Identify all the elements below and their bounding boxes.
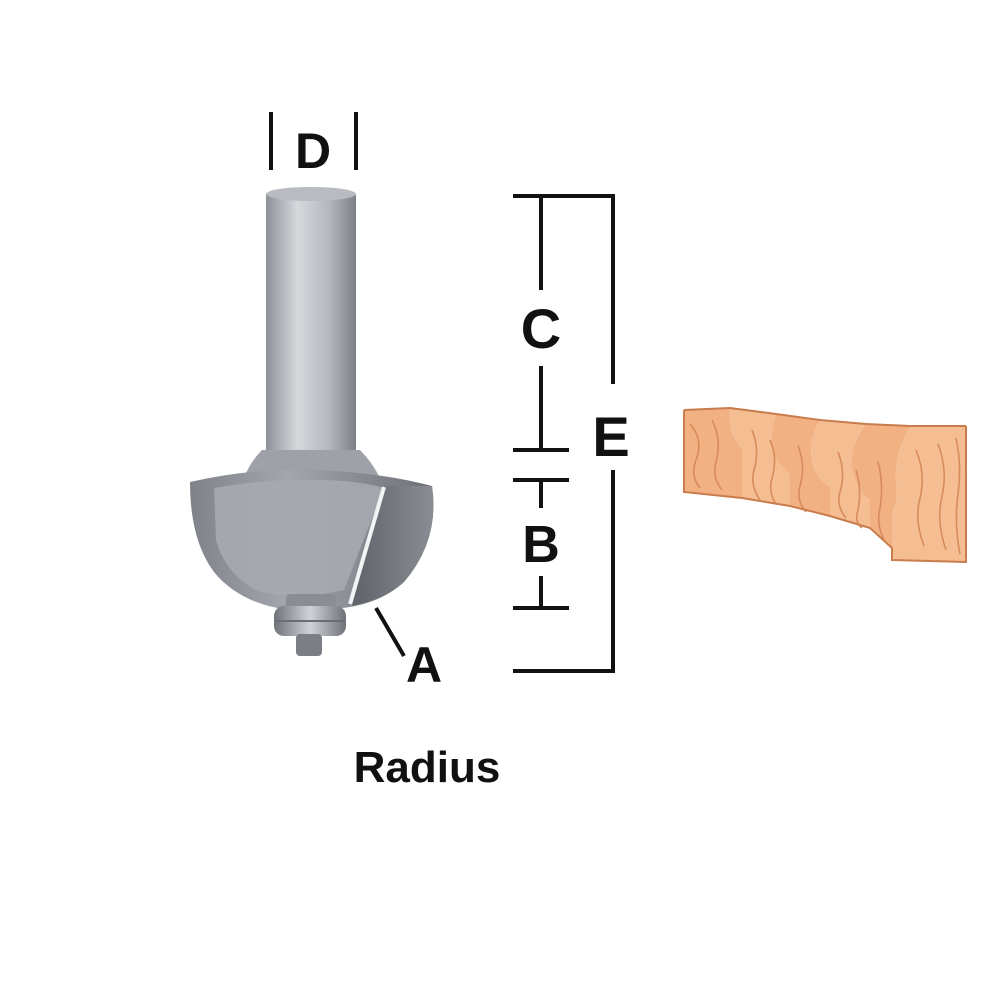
bit-bearing-washer <box>286 594 336 608</box>
wood-profile-2 <box>729 408 790 506</box>
wood-profile-6 <box>892 426 966 562</box>
label-b: B <box>522 516 560 574</box>
wood-profile-4 <box>811 420 870 528</box>
dimension-e: E <box>513 194 630 673</box>
dimension-c: C <box>513 194 569 452</box>
wood-profile-icon <box>683 406 967 564</box>
label-e: E <box>592 405 629 468</box>
wood-profile-edges <box>683 406 967 564</box>
dimension-d: D <box>269 112 358 179</box>
caption-radius: Radius <box>354 743 501 792</box>
bit-screw <box>296 634 322 656</box>
dimension-a: A <box>374 606 442 693</box>
wood-profile-5 <box>851 424 910 548</box>
wood-profile-3 <box>771 414 830 516</box>
a-leader <box>374 606 406 658</box>
bit-cutter-face <box>214 479 384 596</box>
bit-carbide-flank <box>352 486 434 606</box>
label-a: A <box>406 637 442 693</box>
router-bit-icon <box>190 187 434 656</box>
wood-profile-1 <box>684 408 742 498</box>
label-d: D <box>295 123 331 179</box>
label-c: C <box>521 297 561 360</box>
bit-shank <box>266 194 356 464</box>
bit-carbide-edge <box>348 486 386 605</box>
dimension-b: B <box>513 478 569 610</box>
bit-shank-top <box>266 187 356 201</box>
